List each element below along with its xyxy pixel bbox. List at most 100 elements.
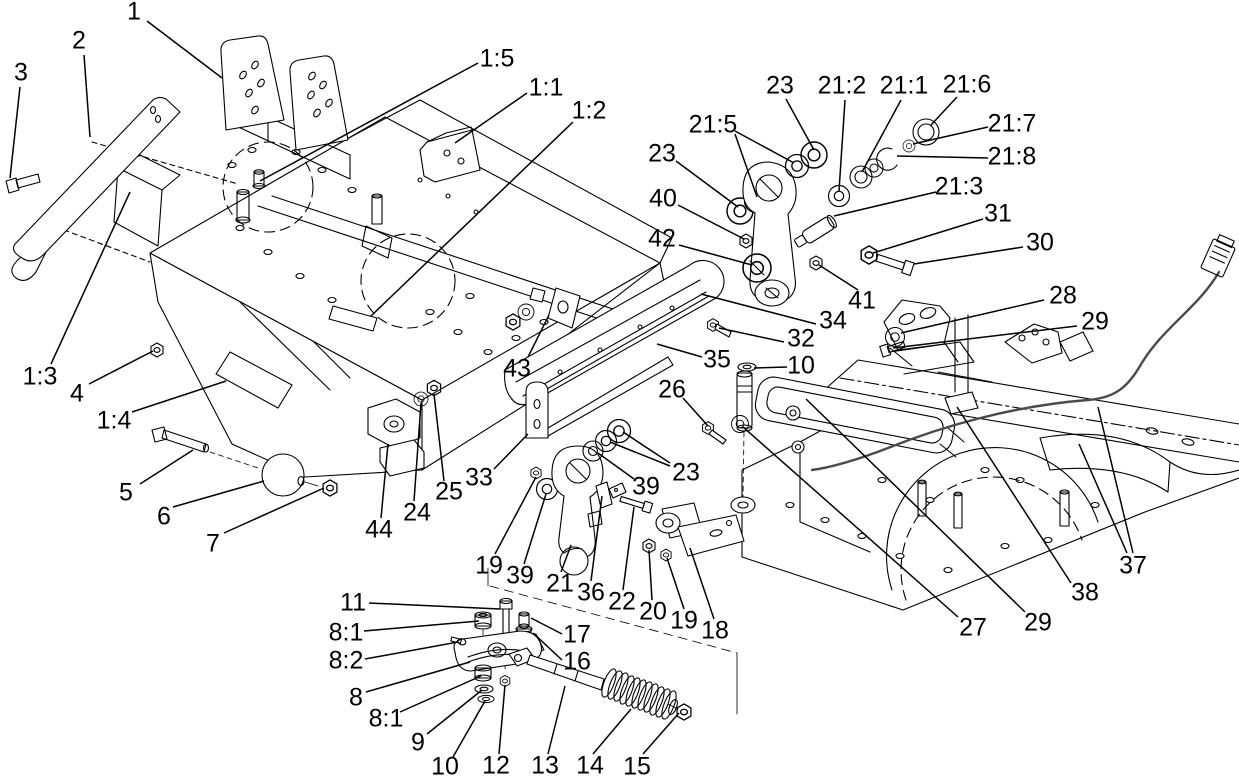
leader-line-c1_3 — [50, 191, 131, 365]
leader-line-c1_4 — [131, 380, 227, 413]
lift-arm-lower — [530, 418, 745, 576]
pivot-43 — [505, 287, 581, 331]
leader-line-c5 — [139, 449, 194, 485]
leader-line-c29a — [892, 325, 1078, 349]
frame-right — [702, 234, 1239, 611]
leader-line-c24 — [413, 402, 422, 502]
leader-line-c8 — [365, 661, 471, 693]
hanger-tab-33 — [525, 381, 549, 439]
bolt-30 — [875, 253, 915, 276]
hoc-pin-10 — [730, 362, 757, 514]
leader-line-c39a — [597, 452, 635, 480]
leader-line-c23b — [675, 160, 739, 208]
wire-harness — [810, 270, 1221, 472]
leader-line-c21_3 — [833, 191, 937, 217]
hanger-channel — [504, 259, 732, 439]
frame-tower-bracket — [883, 299, 975, 375]
leader-line-c14 — [592, 708, 632, 755]
leader-line-c10b — [452, 700, 486, 758]
leader-line-c25 — [433, 393, 445, 482]
frame-pins — [917, 479, 1070, 529]
leader-line-c17 — [530, 617, 563, 635]
leader-line-c1 — [146, 20, 223, 79]
bolt-29-upper — [879, 340, 906, 358]
wire-connector — [1200, 234, 1236, 278]
frame-holes — [785, 427, 1195, 574]
snap-ring-21-8 — [876, 147, 898, 171]
leader-line-c3 — [9, 86, 21, 179]
leader-line-c30 — [913, 246, 1024, 265]
leader-line-c27 — [742, 426, 959, 618]
leader-line-c20 — [648, 549, 653, 601]
leader-line-c19b — [666, 557, 685, 610]
leader-line-c8_1b — [399, 675, 482, 713]
hardware-left — [150, 342, 338, 497]
leader-line-c33 — [493, 433, 529, 470]
frame-support-38 — [944, 391, 979, 415]
leader-line-c32 — [718, 327, 785, 343]
leader-line-c8_2 — [364, 641, 459, 660]
cap-21-6 — [912, 118, 940, 146]
deck-stud — [252, 169, 266, 190]
leader-line-c2 — [83, 54, 91, 138]
flanged-bushing-21-1 — [849, 165, 873, 189]
pivot-casting-18 — [655, 502, 745, 557]
leader-line-c10a — [753, 366, 788, 369]
leader-line-c21_5 — [734, 133, 758, 198]
leader-line-c1_1 — [454, 92, 528, 144]
bolt-26 — [702, 421, 727, 445]
leader-line-c26 — [682, 397, 709, 427]
leader-line-c15 — [642, 712, 680, 755]
leader-line-c28 — [900, 299, 1045, 334]
lift-arm-upper — [726, 118, 940, 307]
leader-line-c1_5 — [259, 62, 479, 182]
bolt-3 — [5, 173, 41, 194]
ball-joint-6 — [261, 453, 305, 497]
bolt-11 — [499, 597, 513, 636]
leader-line-c9 — [426, 689, 483, 735]
leader-line-c34 — [700, 293, 817, 325]
detail-boundary — [487, 567, 738, 715]
leader-line-c42 — [678, 244, 753, 266]
leader-line-c23c — [622, 431, 671, 464]
caster-cam-assembly — [450, 597, 545, 704]
deck-bracket-1-1 — [419, 126, 481, 183]
leader-line-c21_5 — [734, 130, 795, 164]
leader-line-c8_1a — [363, 620, 480, 632]
bracket-44 — [367, 379, 442, 477]
leader-line-c1_2 — [370, 121, 574, 317]
idler-bar — [5, 96, 181, 281]
leader-line-c21_7 — [912, 126, 989, 145]
leader-line-c18 — [689, 547, 715, 620]
bolt-22 — [619, 495, 654, 514]
leader-line-c39b — [523, 493, 547, 565]
leader-line-c38 — [956, 406, 1072, 584]
leader-line-c21_6 — [930, 96, 958, 126]
spring-14 — [601, 668, 678, 720]
bolt-5 — [151, 426, 210, 453]
leader-line-c37 — [1078, 443, 1128, 554]
leader-line-c21_8 — [896, 155, 989, 159]
leader-line-c36 — [590, 495, 603, 582]
leader-line-c21_1 — [861, 99, 902, 173]
leader-line-c21_2 — [838, 99, 846, 192]
leader-line-c19a — [494, 476, 537, 555]
clevis-pin-21-3 — [794, 214, 837, 248]
leader-line-c37 — [1097, 406, 1134, 554]
hoc-handle — [754, 376, 965, 458]
leader-line-c40 — [677, 204, 745, 240]
leader-line-c12 — [498, 684, 506, 755]
tie-rod-spring — [508, 647, 692, 721]
leader-line-c23c — [609, 441, 671, 467]
deck-towers — [220, 35, 351, 180]
leader-line-c41 — [818, 264, 859, 291]
leader-line-c6 — [172, 480, 265, 508]
leader-line-c35 — [656, 343, 703, 358]
leader-line-c21 — [560, 544, 572, 573]
deck-pin-mid — [361, 193, 393, 259]
leader-line-c43 — [527, 314, 550, 358]
deck-front-flap — [113, 167, 163, 247]
leader-line-c29b — [805, 398, 1026, 613]
